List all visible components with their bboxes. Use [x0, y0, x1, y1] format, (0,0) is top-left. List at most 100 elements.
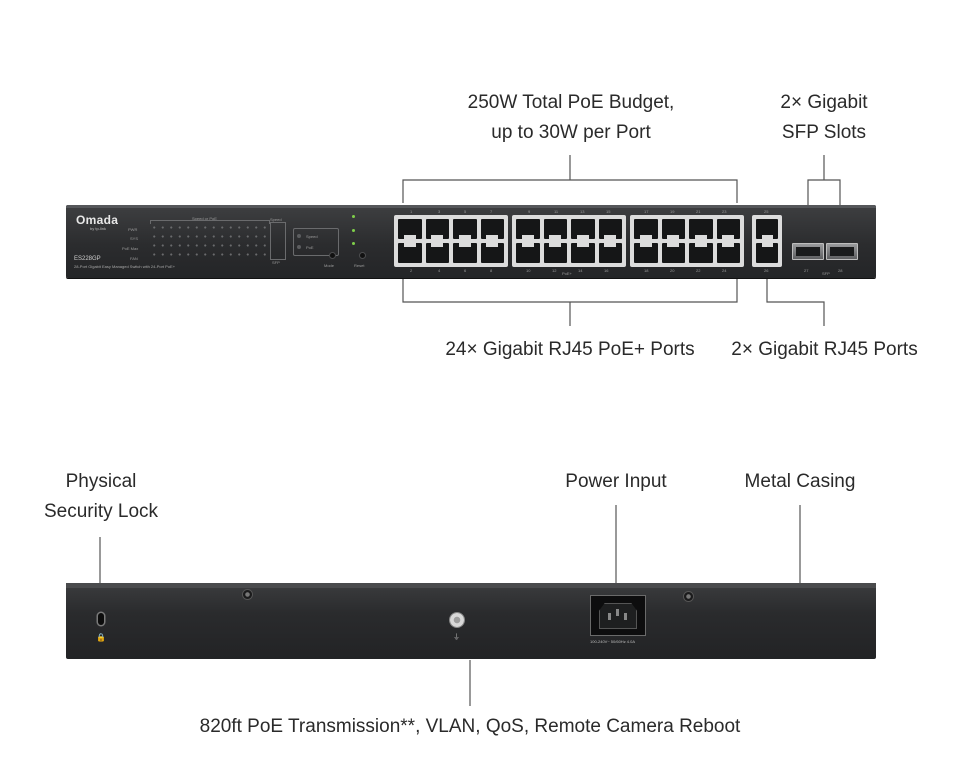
- port-number-14: 14: [578, 268, 583, 273]
- led-label-pwr: PWR: [128, 227, 138, 232]
- port-status-leds: [150, 223, 268, 259]
- poe-port-block-17-24: [630, 215, 744, 267]
- sfp-slot-27[interactable]: [792, 243, 824, 260]
- poe-port-block-1-8: [394, 215, 508, 267]
- led-label-sys: SYS: [130, 236, 139, 241]
- port-number-6: 6: [464, 268, 467, 273]
- rj45-port[interactable]: [425, 219, 449, 239]
- port-number-20: 20: [670, 268, 675, 273]
- security-lock-slot[interactable]: [98, 613, 104, 625]
- led-label-poe-max: PoE Max: [122, 246, 139, 251]
- sfp-number-27: 27: [804, 268, 809, 273]
- port-number-5: 5: [464, 209, 467, 214]
- rj45-port[interactable]: [516, 219, 540, 239]
- reset-button[interactable]: [360, 253, 365, 258]
- port-number-11: 11: [554, 209, 559, 214]
- poe-budget-label: 250W Total PoE Budget, up to 30W per Por…: [467, 92, 675, 143]
- power-connector-icon: [599, 603, 637, 629]
- port-number-3: 3: [438, 209, 441, 214]
- port-number-13: 13: [580, 209, 585, 214]
- port-number-22: 22: [696, 268, 701, 273]
- rj45-port[interactable]: [756, 219, 778, 239]
- chassis-screw: [243, 590, 252, 599]
- port-number-12: 12: [552, 268, 557, 273]
- sfp-slots-label: 2× Gigabit SFP Slots: [780, 92, 868, 143]
- port-number-18: 18: [644, 268, 649, 273]
- rj45-port[interactable]: [425, 243, 449, 263]
- rj45-port[interactable]: [571, 219, 595, 239]
- port-number-10: 10: [526, 268, 531, 273]
- port-number-16: 16: [604, 268, 609, 273]
- switch-front-panel: Omada by tp-link ES228GP 28-Port Gigabit…: [66, 205, 876, 278]
- port-number-15: 15: [606, 209, 611, 214]
- port-number-25: 25: [764, 209, 769, 214]
- rj45-port[interactable]: [480, 219, 504, 239]
- rj45-port[interactable]: [689, 219, 713, 239]
- uplink-port-block: [752, 215, 782, 267]
- rj45-port[interactable]: [398, 219, 422, 239]
- port-number-19: 19: [670, 209, 675, 214]
- led-group-bracket: [150, 220, 270, 224]
- port-number-21: 21: [696, 209, 701, 214]
- rj45-port[interactable]: [398, 243, 422, 263]
- sfp-group-label: SFP: [822, 271, 830, 276]
- port-number-26: 26: [764, 268, 769, 273]
- features-label: 820ft PoE Transmission**, VLAN, QoS, Rem…: [199, 716, 741, 737]
- rj45-port[interactable]: [634, 219, 658, 239]
- rj45-ports-label: 2× Gigabit RJ45 Ports: [731, 339, 918, 360]
- rj45-port[interactable]: [689, 243, 713, 263]
- rj45-port[interactable]: [661, 243, 685, 263]
- led-label-fan: FAN: [130, 256, 138, 261]
- port-number-4: 4: [438, 268, 441, 273]
- poe-ports-label: 24× Gigabit RJ45 PoE+ Ports: [445, 339, 695, 360]
- sfp-speed-leds: [270, 222, 286, 260]
- rj45-port[interactable]: [480, 243, 504, 263]
- rj45-port[interactable]: [543, 243, 567, 263]
- speed-led-label: Speed: [270, 217, 282, 222]
- ground-icon: ⏚: [453, 634, 460, 641]
- sfp-slot-28[interactable]: [826, 243, 858, 260]
- poe-port-block-9-16: [512, 215, 626, 267]
- speed-mode-led: [297, 234, 301, 238]
- rj45-port[interactable]: [634, 243, 658, 263]
- rj45-port[interactable]: [756, 243, 778, 263]
- rj45-port[interactable]: [661, 219, 685, 239]
- rj45-port[interactable]: [598, 219, 622, 239]
- model-number: ES228GP: [74, 256, 101, 262]
- rj45-port[interactable]: [453, 219, 477, 239]
- poe-mode-led: [297, 245, 301, 249]
- sfp-number-28: 28: [838, 268, 843, 273]
- rj45-port[interactable]: [716, 243, 740, 263]
- port-number-7: 7: [490, 209, 493, 214]
- poe-mode-label: PoE: [306, 245, 314, 250]
- power-rating: 100-240V~ 50/60Hz 4.0A: [590, 639, 636, 644]
- sfp-led-label: SFP: [272, 260, 280, 265]
- port-number-17: 17: [644, 209, 649, 214]
- rj45-ports-line: [766, 278, 825, 326]
- speed-poe-led-label: Speed or PoE: [192, 216, 217, 221]
- rj45-port[interactable]: [598, 243, 622, 263]
- rj45-port[interactable]: [516, 243, 540, 263]
- mode-button-label: Mode: [324, 263, 335, 268]
- mode-button[interactable]: [330, 253, 335, 258]
- speed-legend-led: [352, 215, 355, 218]
- security-lock-label: Physical Security Lock: [43, 471, 159, 522]
- power-socket[interactable]: [590, 595, 646, 636]
- rj45-port[interactable]: [453, 243, 477, 263]
- lock-icon: 🔒: [96, 633, 106, 642]
- port-number-1: 1: [410, 209, 413, 214]
- power-input-label: Power Input: [565, 471, 667, 492]
- port-number-2: 2: [410, 268, 413, 273]
- rj45-port[interactable]: [543, 219, 567, 239]
- poe-plus-label: PoE+: [562, 271, 572, 276]
- mode-selector: Speed PoE: [293, 228, 339, 256]
- sfp-legend-led: [352, 242, 355, 245]
- port-number-23: 23: [722, 209, 727, 214]
- reset-button-label: Reset: [354, 263, 365, 268]
- brand-logo: Omada: [76, 213, 119, 227]
- brand-subtitle: by tp-link: [90, 226, 107, 231]
- rj45-port[interactable]: [571, 243, 595, 263]
- rj45-port[interactable]: [716, 219, 740, 239]
- model-description: 28-Port Gigabit Easy Managed Switch with…: [74, 264, 176, 269]
